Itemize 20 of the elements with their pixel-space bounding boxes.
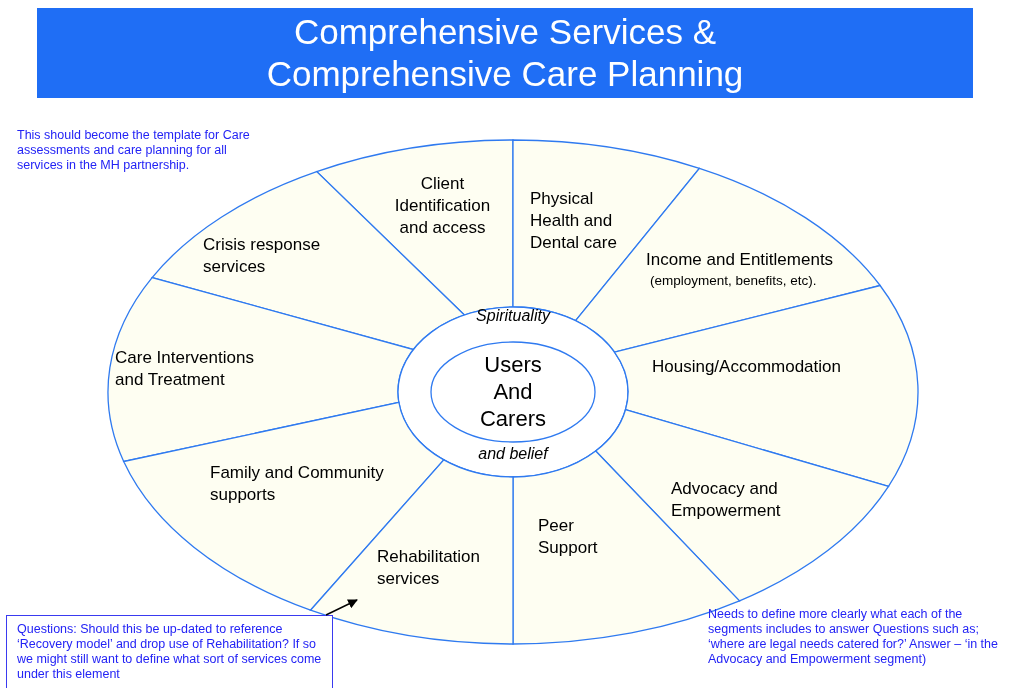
note-text: This should become the template for Care assessments and care planning for all services in the MH partnership.	[17, 128, 251, 173]
note-text: Questions: Should this be up-dated to reference ‘Recovery model’ and drop use of Rehabilitation? If so we might still want to define what sort of services come under this element	[17, 622, 323, 682]
segment-label: Physical Health and Dental care	[530, 188, 618, 255]
segment-label: (employment, benefits, etc).	[650, 272, 818, 290]
segment-label: Family and Community supports	[210, 462, 385, 507]
segment-label: Care Interventions and Treatment	[115, 347, 255, 392]
ring-label: and belief	[477, 444, 550, 464]
note-text: Needs to define more clearly what each of the segments includes to answer Questions such as; ‘where are legal needs catered for?’ Answer – ‘in the Advocacy and Empowerment segment)	[708, 607, 999, 667]
note-box	[6, 615, 333, 688]
segment-label: Rehabilitation services	[377, 546, 481, 591]
segment-label: Income and Entitlements	[646, 249, 835, 271]
segment-label: Peer Support	[538, 515, 599, 560]
ring-label: Spirituality	[475, 306, 552, 326]
segment-label: Housing/Accommodation	[652, 356, 842, 378]
arrow	[325, 599, 358, 616]
segment-label: Crisis response services	[203, 234, 322, 279]
hub-label: Users And Carers	[479, 351, 547, 432]
segment-label: Client Identification and access	[393, 173, 492, 240]
segment-label: Advocacy and Empowerment	[671, 478, 782, 523]
title: Comprehensive Services & Comprehensive Care Planning	[265, 11, 745, 95]
